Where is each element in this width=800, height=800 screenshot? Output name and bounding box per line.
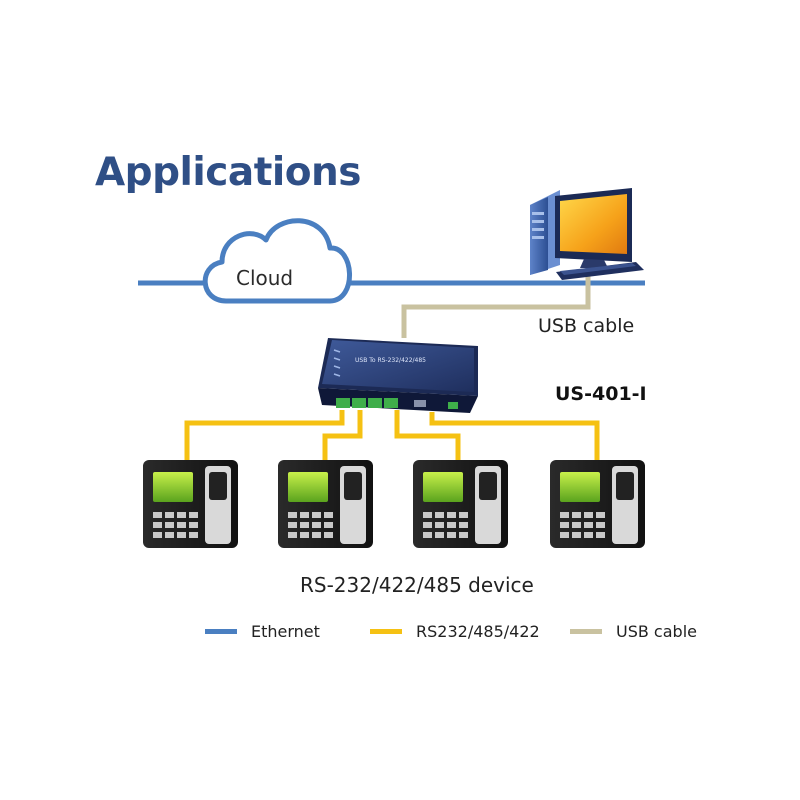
terminal-device-2 — [278, 460, 373, 548]
serial-lines — [184, 410, 600, 463]
legend-label-usb: USB cable — [616, 621, 697, 641]
terminal-device-1 — [143, 460, 238, 548]
model-label: US-401-I — [555, 383, 647, 405]
usb-cable-label: USB cable — [538, 315, 635, 337]
converter-text: USB To RS-232/422/485 — [355, 357, 426, 364]
legend-label-ethernet: Ethernet — [251, 621, 320, 641]
legend-item-ethernet: Ethernet — [205, 620, 320, 642]
usb-cable — [401, 268, 591, 338]
legend-swatch-serial — [370, 628, 402, 634]
page-title: Applications — [95, 150, 361, 195]
legend-swatch-usb — [570, 628, 602, 634]
legend-label-serial: RS232/485/422 — [416, 621, 540, 641]
legend-swatch-ethernet — [205, 628, 237, 634]
legend: Ethernet RS232/485/422 USB cable — [205, 620, 725, 642]
device-label: RS-232/422/485 device — [300, 573, 534, 597]
legend-item-usb: USB cable — [570, 620, 697, 642]
legend-item-serial: RS232/485/422 — [370, 620, 540, 642]
cloud-icon — [202, 218, 352, 304]
cloud-label: Cloud — [236, 266, 294, 290]
terminal-device-4 — [550, 460, 645, 548]
converter-box: USB To RS-232/422/485 — [318, 338, 478, 413]
computer-icon — [530, 188, 644, 280]
terminal-device-3 — [413, 460, 508, 548]
